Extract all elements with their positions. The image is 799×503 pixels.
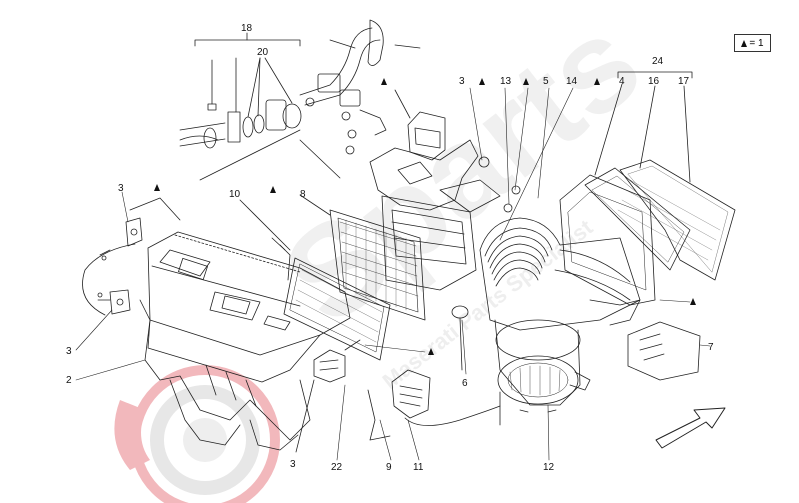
- actuator-3-bottom: [295, 339, 361, 453]
- callout-3-bottom: 3: [290, 459, 296, 470]
- triangle-icon: [523, 78, 529, 85]
- power-module-11: [367, 369, 501, 441]
- foam-pad: [394, 89, 446, 161]
- callout-11: 11: [413, 462, 424, 473]
- callout-14: 14: [566, 76, 578, 87]
- callout-4: 4: [619, 76, 625, 87]
- triangle-icon: [479, 78, 485, 85]
- callout-10: 10: [229, 189, 241, 200]
- triangle-icon: [154, 184, 160, 191]
- group-bracket-24: [617, 71, 693, 79]
- control-module-right: [627, 321, 701, 381]
- heater-core: [299, 194, 426, 321]
- leader-lines: [75, 87, 711, 461]
- group-bracket-18: [194, 32, 301, 47]
- expansion-valve-assembly: [179, 19, 421, 181]
- legend-text: = 1: [749, 37, 764, 49]
- main-housing: [82, 197, 351, 451]
- legend-box: = 1: [734, 34, 771, 52]
- callout-12: 12: [543, 462, 555, 473]
- callout-20: 20: [257, 47, 269, 58]
- triangle-icon: [270, 186, 276, 193]
- callout-8: 8: [300, 189, 306, 200]
- filter-assembly: [559, 83, 736, 306]
- callout-18: 18: [241, 23, 253, 34]
- callout-3-left: 3: [118, 183, 124, 194]
- callout-7: 7: [708, 342, 714, 353]
- evaporator: [239, 199, 391, 361]
- triangle-icon: [381, 78, 387, 85]
- callout-5: 5: [543, 76, 549, 87]
- callout-2: 2: [66, 375, 72, 386]
- callout-17: 17: [678, 76, 690, 87]
- callout-13: 13: [500, 76, 512, 87]
- callout-3-lower-left: 3: [66, 346, 72, 357]
- callout-24: 24: [652, 56, 664, 67]
- upper-housing-cover: [369, 139, 521, 213]
- direction-arrow-icon: [655, 407, 726, 449]
- triangle-icon: [428, 348, 434, 355]
- blower-housing: [479, 217, 641, 426]
- callout-22: 22: [331, 462, 343, 473]
- triangle-icon: [594, 78, 600, 85]
- triangle-icon: [690, 298, 696, 305]
- callout-16: 16: [648, 76, 660, 87]
- triangle-icon: [741, 39, 748, 47]
- callout-9: 9: [386, 462, 392, 473]
- callout-6: 6: [462, 378, 468, 389]
- callout-3-top: 3: [459, 76, 465, 87]
